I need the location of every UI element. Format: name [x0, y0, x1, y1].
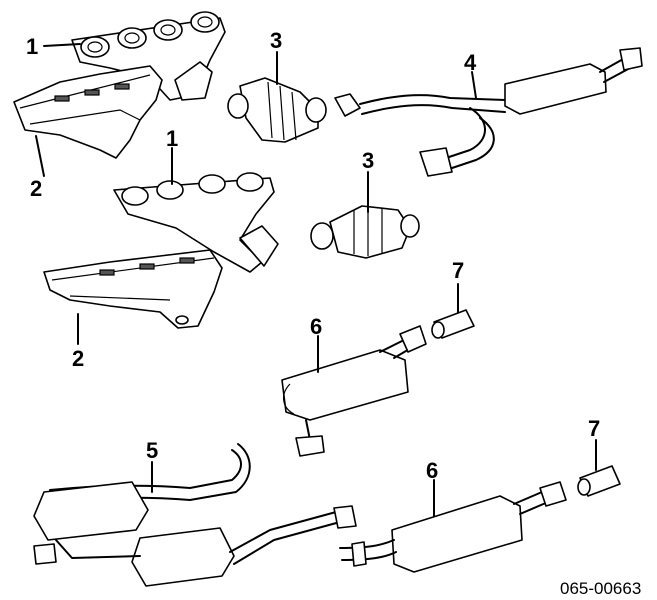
- catalytic-converter-lower: [310, 205, 420, 259]
- callout-2-lower: 2: [72, 346, 84, 371]
- callout-6-lower: 6: [426, 458, 438, 483]
- callout-5: 5: [146, 438, 158, 463]
- callout-1-upper: 1: [26, 34, 38, 59]
- callout-1-lower: 1: [166, 126, 178, 151]
- heat-insulator-upper: [13, 65, 163, 159]
- rear-muffler-upper: [281, 325, 427, 457]
- callout-3-upper: 3: [270, 28, 282, 53]
- exhaust-manifold-upper: [71, 11, 226, 101]
- tail-pipe-tip-lower: [577, 465, 621, 497]
- tail-pipe-tip-upper: [431, 309, 475, 339]
- center-exhaust-pipe: [33, 443, 357, 587]
- callout-4: 4: [464, 50, 477, 75]
- callout-3-lower: 3: [362, 148, 374, 173]
- callout-2-upper: 2: [30, 176, 42, 201]
- callout-6-upper: 6: [310, 314, 322, 339]
- leader-lines: [35, 43, 597, 517]
- catalytic-converter-upper: [227, 77, 327, 143]
- heat-insulator-lower: [43, 249, 223, 329]
- figure-code: 065-00663: [560, 579, 641, 598]
- front-exhaust-pipe: [334, 47, 643, 177]
- rear-muffler-lower: [339, 481, 567, 573]
- callout-7-upper: 7: [452, 258, 464, 283]
- callout-7-lower: 7: [588, 416, 600, 441]
- exhaust-manifold-lower: [113, 172, 279, 273]
